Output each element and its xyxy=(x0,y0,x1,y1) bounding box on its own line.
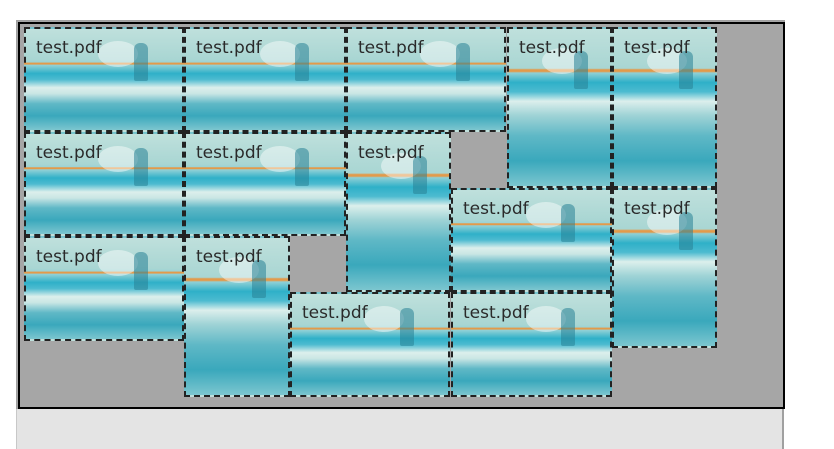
surfer-image xyxy=(412,155,427,194)
surfer-image xyxy=(133,252,148,291)
surfer-image xyxy=(295,43,310,82)
file-name-label: test.pdf xyxy=(358,38,424,58)
surfer-image xyxy=(133,148,148,186)
surfer-image xyxy=(678,50,693,89)
file-name-label: test.pdf xyxy=(519,38,585,58)
file-name-label: test.pdf xyxy=(36,143,102,163)
cloud-image xyxy=(98,250,139,277)
file-name-label: test.pdf xyxy=(302,303,368,323)
pdf-thumbnail[interactable]: test.pdf xyxy=(184,236,290,397)
pdf-thumbnail[interactable]: test.pdf xyxy=(290,292,450,397)
surfer-image xyxy=(561,308,576,347)
file-name-label: test.pdf xyxy=(463,303,529,323)
pdf-thumbnail[interactable]: test.pdf xyxy=(612,188,717,348)
cloud-image xyxy=(259,146,300,172)
cloud-image xyxy=(420,41,461,68)
pdf-thumbnail[interactable]: test.pdf xyxy=(24,132,184,236)
surfer-image xyxy=(573,50,588,89)
cloud-image xyxy=(526,306,567,333)
pdf-thumbnail[interactable]: test.pdf xyxy=(346,132,451,292)
file-name-label: test.pdf xyxy=(463,199,529,219)
file-name-label: test.pdf xyxy=(196,247,262,267)
surfer-image xyxy=(251,259,266,298)
pdf-thumbnail[interactable]: test.pdf xyxy=(451,188,612,292)
surfer-image xyxy=(295,148,310,186)
surfer-image xyxy=(561,204,576,242)
cloud-image xyxy=(526,202,567,228)
file-name-label: test.pdf xyxy=(36,38,102,58)
pdf-thumbnail[interactable]: test.pdf xyxy=(184,27,346,132)
surfer-image xyxy=(399,308,414,347)
file-name-label: test.pdf xyxy=(36,247,102,267)
pdf-thumbnail[interactable]: test.pdf xyxy=(451,292,612,397)
pdf-thumbnail[interactable]: test.pdf xyxy=(24,236,184,341)
file-name-label: test.pdf xyxy=(624,38,690,58)
cloud-image xyxy=(98,146,139,172)
pdf-thumbnail[interactable]: test.pdf xyxy=(346,27,506,132)
cloud-image xyxy=(98,41,139,68)
surfer-image xyxy=(455,43,470,82)
surfer-image xyxy=(678,211,693,250)
pdf-thumbnail[interactable]: test.pdf xyxy=(184,132,346,236)
file-name-label: test.pdf xyxy=(358,143,424,163)
file-name-label: test.pdf xyxy=(196,143,262,163)
pdf-thumbnail[interactable]: test.pdf xyxy=(24,27,184,132)
cloud-image xyxy=(259,41,300,68)
bottom-panel xyxy=(16,409,784,449)
cloud-image xyxy=(364,306,405,333)
file-name-label: test.pdf xyxy=(624,199,690,219)
pdf-thumbnail[interactable]: test.pdf xyxy=(507,27,612,188)
surfer-image xyxy=(133,43,148,82)
pdf-thumbnail[interactable]: test.pdf xyxy=(612,27,717,188)
file-name-label: test.pdf xyxy=(196,38,262,58)
